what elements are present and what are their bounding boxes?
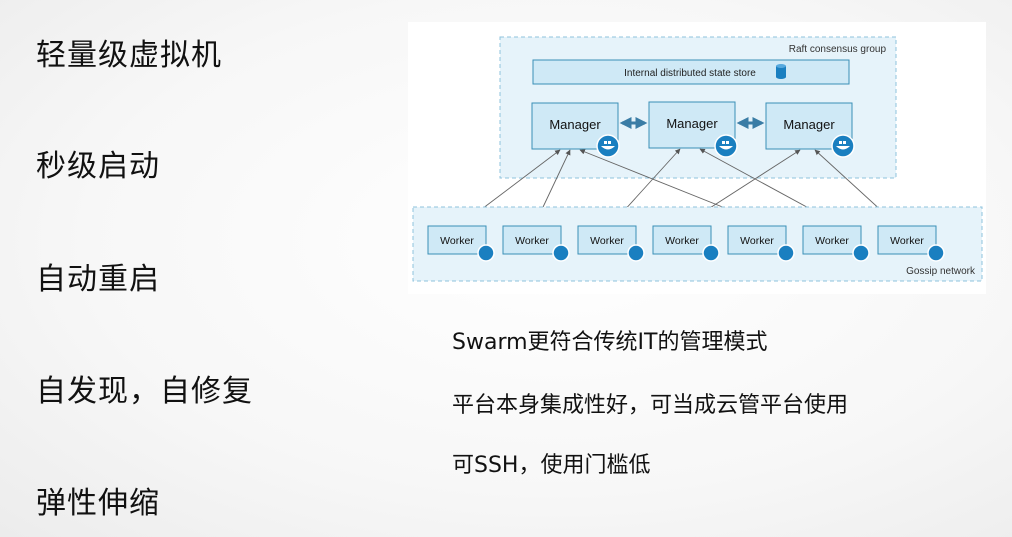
docker-whale-icon (702, 244, 720, 262)
worker-node-2: Worker (502, 225, 570, 262)
docker-whale-icon (927, 244, 945, 262)
docker-whale-icon (596, 134, 620, 158)
docker-whale-icon (777, 244, 795, 262)
docker-whale-icon (714, 134, 738, 158)
docker-whale-icon (477, 244, 495, 262)
internal-state-store (532, 59, 850, 85)
worker-label: Worker (515, 235, 549, 247)
worker-label: Worker (815, 235, 849, 247)
state-store-label: Internal distributed state store (624, 68, 756, 79)
worker-node-6: Worker (802, 225, 870, 262)
docker-whale-icon (627, 244, 645, 262)
worker-label: Worker (890, 235, 924, 247)
note-ssh: 可SSH，使用门槛低 (452, 453, 651, 478)
worker-label: Worker (440, 235, 474, 247)
note-traditional-it: Swarm更符合传统IT的管理模式 (452, 330, 768, 355)
worker-label: Worker (665, 235, 699, 247)
docker-whale-icon (852, 244, 870, 262)
worker-label: Worker (590, 235, 624, 247)
gossip-network-label: Gossip network (906, 266, 976, 277)
manager-label: Manager (666, 116, 718, 131)
manager-label: Manager (549, 117, 601, 132)
feature-elastic-scaling: 弹性伸缩 (36, 486, 160, 521)
raft-group-label: Raft consensus group (789, 44, 887, 55)
manager-label: Manager (783, 117, 835, 132)
worker-node-1: Worker (427, 225, 495, 262)
feature-fast-start: 秒级启动 (36, 149, 160, 184)
manager-node-1: Manager (531, 102, 619, 150)
worker-node-3: Worker (577, 225, 645, 262)
worker-node-5: Worker (727, 225, 795, 262)
worker-label: Worker (740, 235, 774, 247)
worker-node-4: Worker (652, 225, 720, 262)
feature-lightweight-vm: 轻量级虚拟机 (36, 38, 222, 73)
database-icon (776, 64, 786, 79)
docker-whale-icon (552, 244, 570, 262)
note-cloud-platform: 平台本身集成性好，可当成云管平台使用 (452, 393, 849, 418)
worker-node-7: Worker (877, 225, 945, 262)
feature-auto-restart: 自动重启 (36, 262, 160, 297)
docker-whale-icon (831, 134, 855, 158)
feature-self-discovery: 自发现，自修复 (36, 374, 253, 409)
